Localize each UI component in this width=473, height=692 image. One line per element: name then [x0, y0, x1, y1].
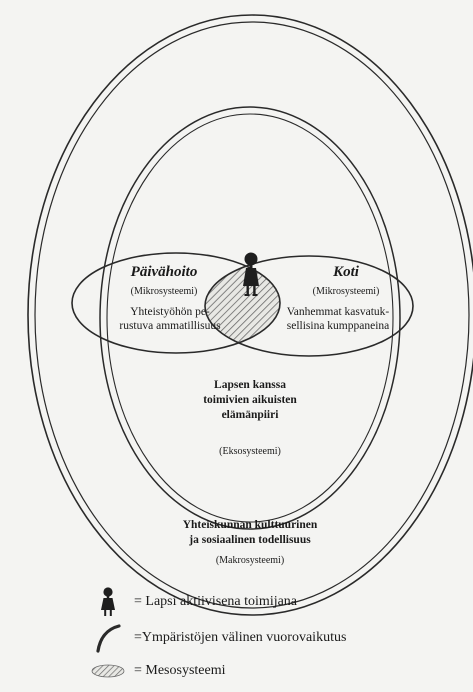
exosystem-label: (Eksosysteemi): [219, 446, 281, 457]
macrosystem-line-1: Yhteiskunnan kulttuurinen: [182, 519, 318, 531]
exosystem-outer-ring: [99, 106, 401, 530]
daycare-microsystem-ellipse: [71, 252, 281, 354]
daycare-line-2: rustuva ammatillisuus: [119, 320, 221, 332]
home-line-1: Vanhemmat kasvatuk-: [286, 306, 390, 318]
daycare-subtitle: (Mikrosysteemi): [130, 286, 198, 297]
child-figure-icon: [88, 587, 128, 617]
legend-item-child: = Lapsi aktiivisena toimijana: [88, 587, 297, 617]
home-line-2: sellisina kumppaneina: [286, 320, 390, 332]
curved-stroke-icon: [88, 623, 128, 653]
macrosystem-inner-ring: [34, 21, 470, 609]
exosystem-line-2: toimivien aikuisten: [203, 394, 297, 406]
home-microsystem-ellipse: [204, 255, 414, 357]
exosystem-line-1: Lapsen kanssa: [214, 379, 286, 391]
home-title: Koti: [333, 264, 359, 280]
child-figure: [243, 252, 259, 296]
exosystem-inner-ring: [106, 113, 394, 523]
legend-text-child: = Lapsi aktiivisena toimijana: [134, 594, 298, 609]
exosystem-line-3: elämänpiiri: [221, 409, 279, 421]
home-subtitle: (Mikrosysteemi): [312, 286, 380, 297]
legend-text-interaction: =Ympäristöjen välinen vuorovaikutus: [134, 630, 347, 645]
macrosystem-line-2: ja sosiaalinen todellisuus: [189, 534, 311, 546]
legend-text-mesosystem: = Mesosysteemi: [134, 663, 226, 678]
macrosystem-label: (Makrosysteemi): [215, 555, 285, 566]
legend-item-interaction: =Ympäristöjen välinen vuorovaikutus: [88, 623, 346, 653]
hatched-oval-icon: [88, 656, 128, 686]
legend-item-mesosystem: = Mesosysteemi: [88, 656, 226, 686]
daycare-line-1: Yhteistyöhön pe-: [130, 306, 210, 318]
daycare-title: Päivähoito: [130, 264, 198, 280]
macrosystem-outer-ring: [27, 14, 473, 616]
